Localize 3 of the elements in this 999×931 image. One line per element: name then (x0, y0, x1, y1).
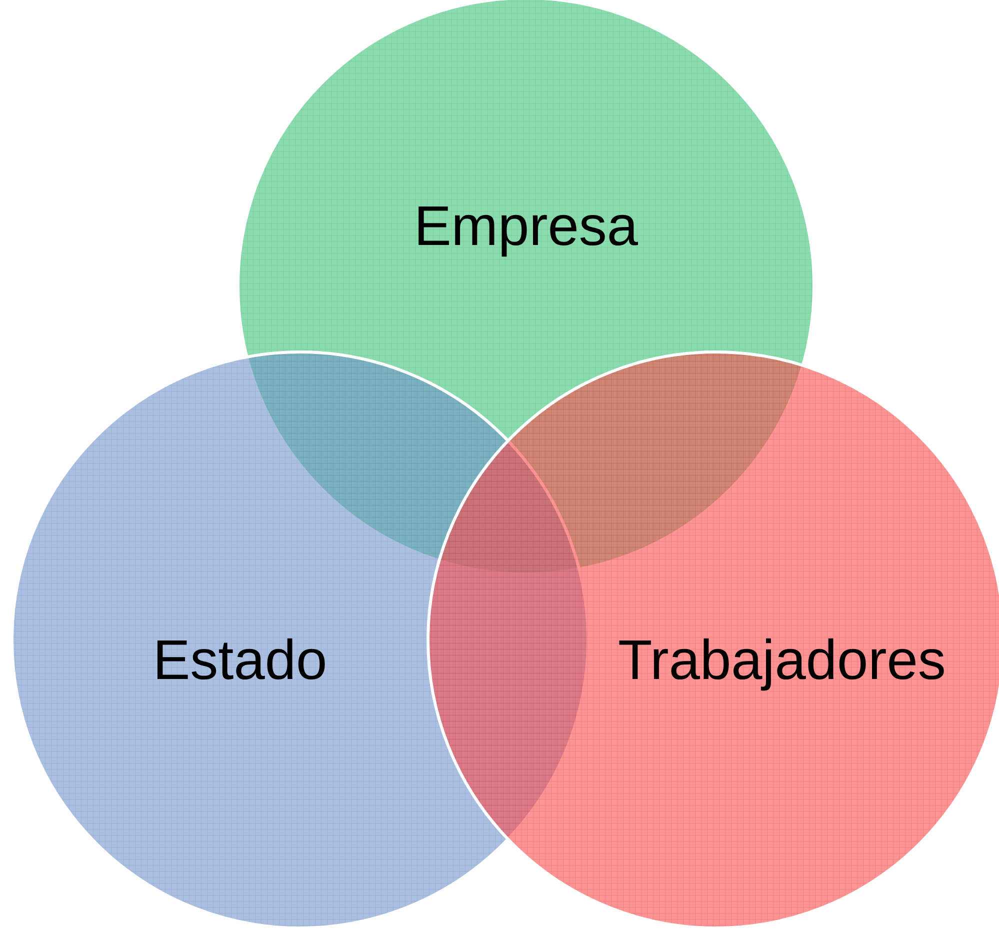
set-label: Empresa (414, 195, 638, 257)
set-label: Trabajadores (618, 629, 946, 691)
set-label: Estado (152, 629, 328, 691)
